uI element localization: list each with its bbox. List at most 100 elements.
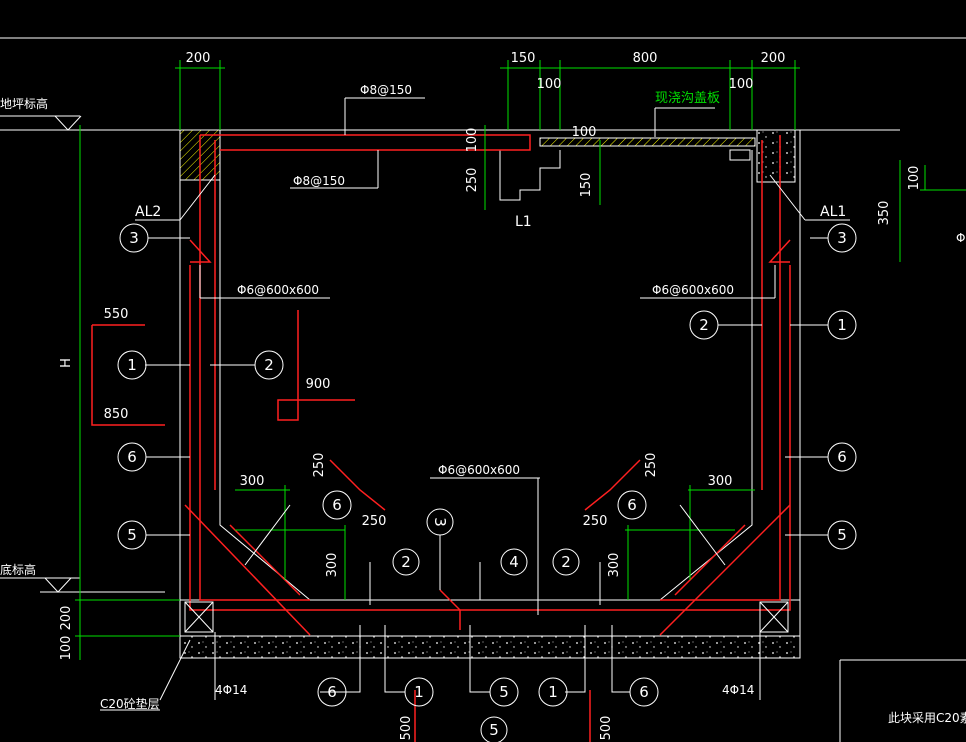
corner-bars-left-label: 4Φ14 — [215, 683, 247, 697]
bubble-leader-6hl — [244, 504, 291, 566]
dim-right-350-text: 350 — [877, 201, 892, 226]
svg-text:4: 4 — [509, 553, 519, 571]
svg-text:5: 5 — [489, 721, 499, 739]
svg-text:2: 2 — [699, 316, 709, 334]
bubble-1-bl: 1 — [404, 677, 434, 707]
svg-text:5: 5 — [127, 526, 137, 544]
svg-text:6: 6 — [127, 448, 137, 466]
rebar-hook-left — [189, 239, 212, 263]
rebar-haunch-bar-left — [329, 459, 386, 511]
note-bottom-right: 此块采用C20素混 — [888, 711, 966, 725]
right-cut-label: Φ — [956, 231, 965, 245]
al1-label: AL1 — [820, 204, 846, 220]
corner-bars-right-label: 4Φ14 — [722, 683, 754, 697]
trench-outline — [179, 129, 801, 637]
rebar-haunch-right-inner — [674, 524, 746, 596]
bubble-6-br: 6 — [629, 677, 659, 707]
svg-text:2: 2 — [401, 553, 411, 571]
dim-500-left: 500 — [399, 716, 414, 741]
leader-c20 — [159, 639, 191, 701]
dim-100-top-left: 100 — [537, 77, 562, 92]
bubble-1-right: 1 — [827, 310, 857, 340]
c20-cushion-label: C20砼垫层 — [100, 696, 160, 711]
dim-haunch-v300-right: 300 — [607, 553, 622, 578]
dim-500-right: 500 — [599, 716, 614, 741]
bubble-6-haunch-left: 6 — [322, 490, 352, 520]
dim-haunch-300-left: 300 — [240, 474, 265, 489]
svg-text:3: 3 — [837, 229, 847, 247]
leader-al2-diag — [179, 174, 216, 221]
svg-text:5: 5 — [837, 526, 847, 544]
bubble-5-bottom-cut: 5 — [480, 716, 508, 742]
rebar-haunch-bar-right — [584, 459, 641, 511]
rebar-top-1-label: Φ8@150 — [360, 83, 412, 97]
dim-beam-150: 150 — [579, 173, 594, 198]
beam-L1-label: L1 — [515, 214, 532, 230]
dim-850: 850 — [104, 407, 129, 422]
dim-haunch-250-b: 250 — [362, 514, 387, 529]
rebar-right-mesh-label: Φ6@600x600 — [652, 283, 734, 297]
bubble-6-right: 6 — [827, 442, 857, 472]
svg-text:3: 3 — [431, 517, 449, 527]
rebar-outer-1 — [189, 265, 791, 611]
dim-550: 550 — [104, 307, 129, 322]
ground-level-symbol — [54, 115, 82, 131]
bubble-2-left: 2 — [254, 350, 284, 380]
dim-haunch-250-c: 250 — [644, 453, 659, 478]
dim-haunch-300-right: 300 — [708, 474, 733, 489]
svg-text:1: 1 — [548, 683, 558, 701]
dim-800-top: 800 — [633, 51, 658, 66]
corner-box-right — [759, 601, 789, 633]
corner-x-left-2 — [184, 601, 214, 633]
svg-text:1: 1 — [127, 356, 137, 374]
rebar-top-2-label: Φ8@150 — [293, 174, 345, 188]
leader-al1-diag — [769, 174, 806, 221]
bubble-2-right: 2 — [689, 310, 719, 340]
svg-text:2: 2 — [561, 553, 571, 571]
bottom-level-symbol — [44, 577, 72, 593]
bubble-2-bottom-left: 2 — [392, 548, 420, 576]
bubble-leader-1br — [565, 625, 586, 693]
rebar-haunch-left — [184, 504, 311, 636]
bubble-leader-6br — [611, 625, 630, 693]
dim-haunch-250-d: 250 — [583, 514, 608, 529]
svg-text:6: 6 — [837, 448, 847, 466]
dim-beam-250: 250 — [465, 168, 480, 193]
corner-x-right-2 — [759, 601, 789, 633]
al2-label: AL2 — [135, 204, 161, 220]
dim-beam-100: 100 — [465, 128, 480, 153]
dim-200-left: 200 — [186, 51, 211, 66]
cover-plate-label: 现浇沟盖板 — [655, 91, 720, 106]
rebar-left-mesh-label: Φ6@600x600 — [237, 283, 319, 297]
bubble-1-left: 1 — [117, 350, 147, 380]
rebar-bottom-bend — [439, 589, 461, 630]
dim-haunch-250-a: 250 — [312, 453, 327, 478]
svg-text:6: 6 — [327, 683, 337, 701]
dim-cover-100: 100 — [572, 125, 597, 140]
svg-text:6: 6 — [627, 496, 637, 514]
dim-100-top-right: 100 — [729, 77, 754, 92]
rebar-right-wall — [660, 135, 781, 601]
svg-text:6: 6 — [639, 683, 649, 701]
bubble-6-left: 6 — [117, 442, 147, 472]
bubble-5-bc: 5 — [489, 677, 519, 707]
rebar-detail-900 — [277, 310, 355, 421]
bubble-leader-6bl — [320, 625, 361, 693]
bubble-3-left: 3 — [119, 223, 149, 253]
bubble-leader-5bc — [469, 625, 490, 693]
trench-inner-outline — [219, 150, 753, 601]
dim-900: 900 — [306, 377, 331, 392]
dim-haunch-v300-left: 300 — [325, 553, 340, 578]
svg-text:2: 2 — [264, 356, 274, 374]
dim-200-top-right: 200 — [761, 51, 786, 66]
rebar-detail-550-850 — [91, 325, 165, 426]
rebar-haunch-right — [659, 504, 791, 636]
bottom-level-label: 底标高 — [0, 562, 36, 577]
svg-text:3: 3 — [129, 229, 139, 247]
bubble-6-haunch-right: 6 — [617, 490, 647, 520]
bubble-leader-6hr — [679, 504, 726, 566]
cover-support — [729, 149, 751, 161]
bubble-leader-1bl — [384, 625, 405, 693]
svg-text:1: 1 — [414, 683, 424, 701]
